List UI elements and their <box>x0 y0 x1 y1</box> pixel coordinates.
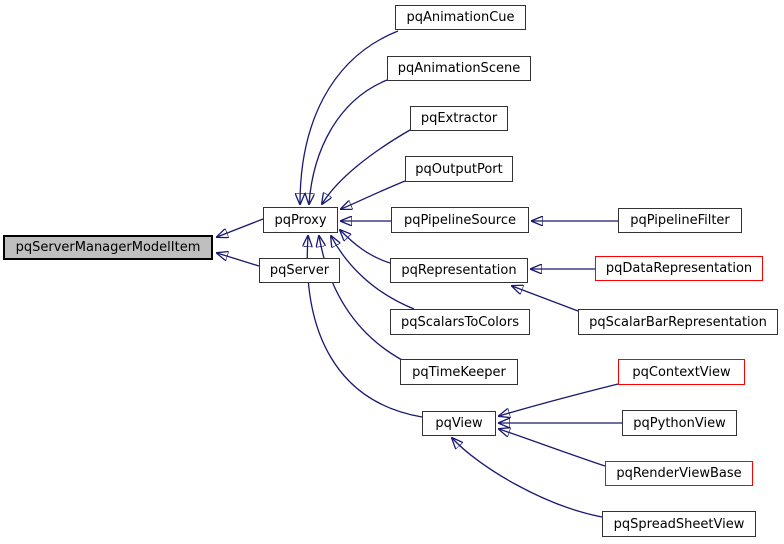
node-pqPythonView[interactable]: pqPythonView <box>622 410 737 436</box>
node-pqScalarBarRepresentation[interactable]: pqScalarBarRepresentation <box>578 309 778 335</box>
node-pqPipelineSource[interactable]: pqPipelineSource <box>391 207 529 233</box>
node-pqExtractor[interactable]: pqExtractor <box>410 106 508 131</box>
node-pqOutputPort[interactable]: pqOutputPort <box>405 156 513 182</box>
edge-pqExtractor-pqProxy <box>322 129 411 204</box>
edge-pqRepresentation-pqProxy <box>340 230 391 264</box>
edge-pqScalarsToColors-pqProxy <box>331 236 415 310</box>
edge-pqServer-pqServerManagerModelItem <box>217 253 260 267</box>
node-pqTimeKeeper[interactable]: pqTimeKeeper <box>400 359 518 385</box>
node-pqServer[interactable]: pqServer <box>259 258 340 283</box>
node-pqAnimationScene[interactable]: pqAnimationScene <box>387 56 531 81</box>
edge-pqTimeKeeper-pqProxy <box>319 236 403 361</box>
edge-pqAnimationScene-pqProxy <box>309 79 388 204</box>
node-pqSpreadSheetView[interactable]: pqSpreadSheetView <box>602 511 756 537</box>
node-pqPipelineFilter[interactable]: pqPipelineFilter <box>618 208 742 233</box>
node-pqContextView[interactable]: pqContextView <box>618 359 745 385</box>
node-pqProxy[interactable]: pqProxy <box>263 207 338 233</box>
node-pqServerManagerModelItem: pqServerManagerModelItem <box>3 235 213 260</box>
node-pqRenderViewBase[interactable]: pqRenderViewBase <box>605 461 753 486</box>
edge-pqAnimationCue-pqProxy <box>300 30 399 204</box>
edge-pqScalarBarRepresentation-pqRepresentation <box>512 286 579 312</box>
node-pqRepresentation[interactable]: pqRepresentation <box>390 258 528 283</box>
edge-pqContextView-pqView <box>499 383 619 416</box>
edge-pqOutputPort-pqProxy <box>341 180 406 209</box>
node-pqScalarsToColors[interactable]: pqScalarsToColors <box>390 309 530 335</box>
node-pqView[interactable]: pqView <box>422 411 496 436</box>
edge-pqSpreadSheetView-pqView <box>452 438 603 518</box>
edge-pqRenderViewBase-pqView <box>499 429 606 467</box>
edge-pqProxy-pqServerManagerModelItem <box>217 218 264 237</box>
node-pqDataRepresentation[interactable]: pqDataRepresentation <box>595 256 763 281</box>
node-pqAnimationCue[interactable]: pqAnimationCue <box>395 5 526 30</box>
